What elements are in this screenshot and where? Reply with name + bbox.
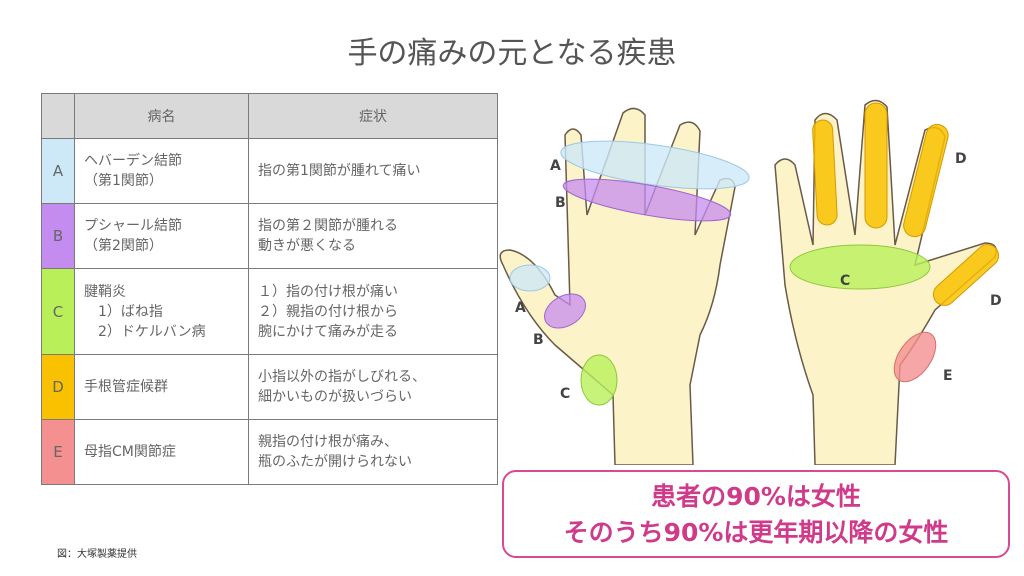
row-name: 母指CM関節症 [74, 419, 249, 485]
highlight-a-fingers [560, 140, 750, 190]
row-symptom: 指の第1関節が腫れて痛い [248, 138, 498, 204]
symptom-line: 指の第1関節が腫れて痛い [258, 163, 421, 179]
row-symptom: 指の第２関節が腫れる動きが悪くなる [248, 203, 498, 269]
table-row: E 母指CM関節症 親指の付け根が痛み、瓶のふたが開けられない [41, 419, 498, 485]
name-line: 腱鞘炎 [84, 283, 126, 300]
highlight-c-wrist [580, 354, 618, 406]
table-header-row: 病名 症状 [41, 93, 498, 139]
highlight-b-thumb [544, 293, 586, 329]
row-name: プシャール結節 （第2関節） [74, 203, 249, 269]
name-line: 手根管症候群 [84, 379, 168, 395]
label-d-top: D [955, 151, 967, 167]
name-line: プシャール結節 [84, 218, 182, 234]
label-d-thumb: D [990, 293, 1002, 309]
label-b-thumb: B [533, 332, 544, 348]
symptom-line: １）指の付け根が痛い [258, 283, 398, 300]
highlight-e-thumb-base [893, 331, 937, 383]
callout-line-1: 患者の90%は女性 [651, 482, 861, 511]
table-row: A ヘバーデン結節 （第1関節） 指の第1関節が腫れて痛い [41, 138, 498, 204]
row-letter: E [41, 419, 75, 485]
callout-line-2: そのうち90%は更年期以降の女性 [563, 518, 949, 547]
label-c-wrist: C [560, 386, 570, 402]
slide-title: 手の痛みの元となる疾患 [347, 36, 677, 71]
highlight-c-palm [789, 244, 931, 290]
source-credit: 図：大塚製薬提供 [57, 549, 137, 560]
name-line: 母指CM関節症 [84, 444, 176, 460]
finger-highlights-d [812, 102, 1000, 306]
label-b-top: B [555, 195, 566, 211]
row-letter: C [41, 268, 75, 355]
label-c-palm: C [840, 273, 850, 289]
header-letter [41, 93, 75, 139]
name-line: （第2関節） [84, 238, 163, 254]
row-name: ヘバーデン結節 （第1関節） [74, 138, 249, 204]
symptom-line: 細かいものが扱いづらい [258, 389, 412, 405]
symptom-line: 瓶のふたが開けられない [258, 454, 412, 470]
highlight-b-fingers [562, 178, 732, 222]
row-symptom: １）指の付け根が痛い ２）親指の付け根から腕にかけて痛みが走る [248, 268, 498, 355]
header-name: 病名 [74, 93, 249, 139]
label-e: E [943, 368, 953, 384]
hand-illustration: A B A B C C D D E [499, 99, 1002, 465]
row-symptom: 親指の付け根が痛み、瓶のふたが開けられない [248, 419, 498, 485]
symptom-line: 小指以外の指がしびれる、 [258, 369, 426, 385]
statistics-callout: 患者の90%は女性 そのうち90%は更年期以降の女性 [502, 470, 1010, 558]
table-row: D 手根管症候群 小指以外の指がしびれる、細かいものが扱いづらい [41, 354, 498, 420]
row-letter: A [41, 138, 75, 204]
symptom-line: 動きが悪くなる [258, 238, 356, 254]
row-letter: D [41, 354, 75, 420]
symptom-line: 指の第２関節が腫れる [258, 218, 398, 234]
row-letter: B [41, 203, 75, 269]
name-line: 1）ばね指 [84, 303, 163, 320]
name-line: 2）ドケルバン病 [84, 323, 206, 340]
highlight-a-thumb [509, 264, 551, 292]
symptom-line: 親指の付け根が痛み、 [258, 434, 398, 450]
symptom-line: ２）親指の付け根から [258, 303, 398, 320]
name-line: ヘバーデン結節 [84, 153, 182, 169]
row-name: 手根管症候群 [74, 354, 249, 420]
label-a-top: A [550, 158, 561, 174]
label-a-thumb: A [515, 300, 526, 316]
table-row: B プシャール結節 （第2関節） 指の第２関節が腫れる動きが悪くなる [41, 203, 498, 269]
symptom-line: 腕にかけて痛みが走る [258, 323, 398, 340]
header-symptom: 症状 [248, 93, 498, 139]
row-symptom: 小指以外の指がしびれる、細かいものが扱いづらい [248, 354, 498, 420]
name-line: （第1関節） [84, 173, 163, 189]
row-name: 腱鞘炎 1）ばね指 2）ドケルバン病 [74, 268, 249, 355]
